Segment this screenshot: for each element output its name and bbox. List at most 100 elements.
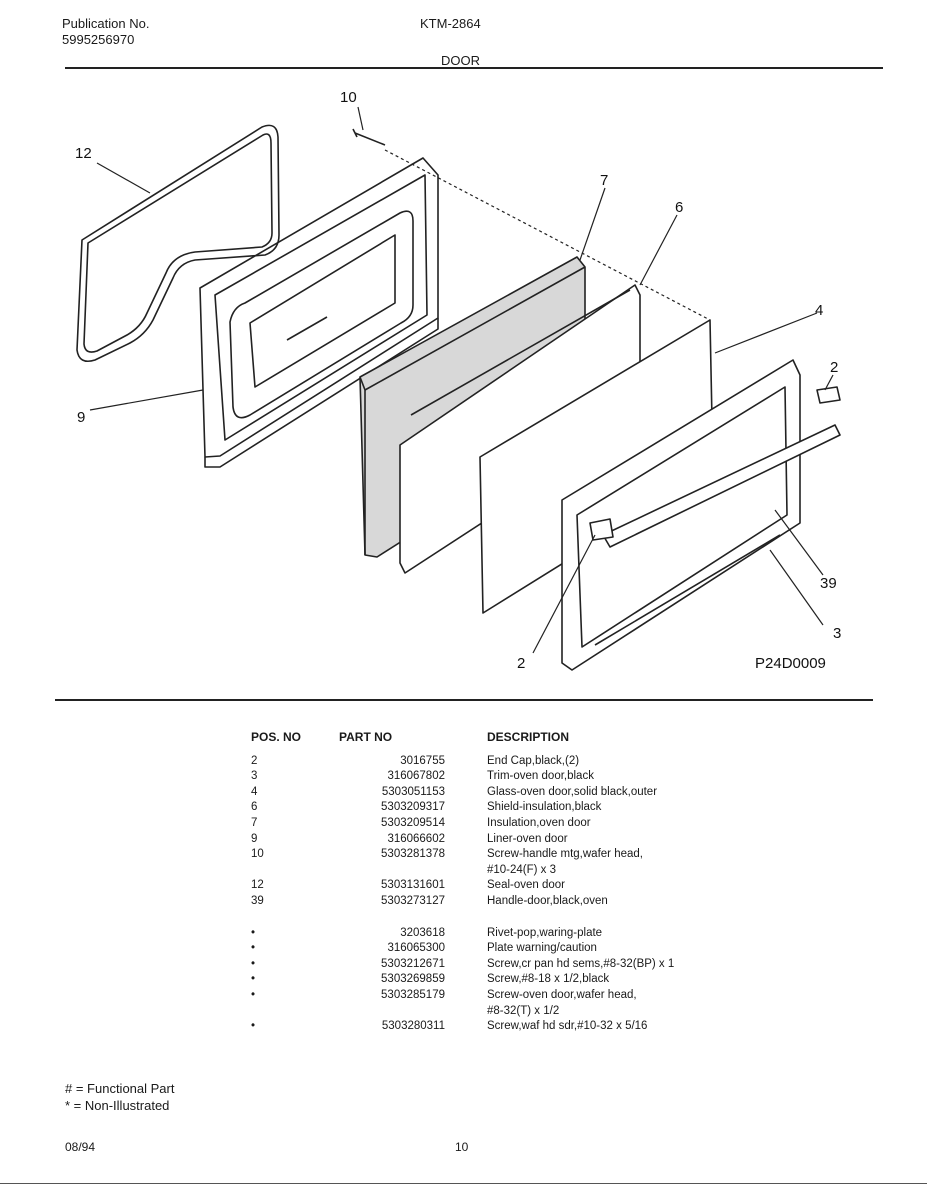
table-row: 9 316066602 Liner-oven door [251,832,771,848]
desc-cell: #10-24(F) x 3 [487,863,557,876]
header-rule [65,67,883,69]
pos-cell: 3 [251,770,258,783]
col-pos-header: POS. NO [251,730,302,744]
legend-nonillustrated: * = Non-Illustrated [65,1098,170,1113]
callout-4: 4 [815,302,823,319]
pos-cell: 6 [251,801,258,814]
callout-3: 3 [833,625,841,642]
table-row: 7 5303209514 Insulation,oven door [251,816,771,832]
pos-cell: 2 [251,754,258,767]
pos-cell: 9 [251,832,258,845]
desc-cell: Liner-oven door [487,832,568,845]
page-number: 10 [455,1140,469,1154]
door-trim [561,359,801,671]
door-handle [602,424,841,548]
table-row: 3 316067802 Trim-oven door,black [251,769,771,785]
pos-cell: 7 [251,816,258,829]
table-row: 12 5303131601 Seal-oven door [251,878,771,894]
parts-table-header: POS. NO PART NO DESCRIPTION [251,730,771,746]
callout-39: 39 [820,575,837,592]
end-caps [589,386,841,541]
callout-leaders [89,106,834,654]
table-row: 6 5303209317 Shield-insulation,black [251,800,771,816]
callout-9: 9 [77,409,85,426]
callout-10: 10 [340,89,357,106]
part-cell: 5303209317 [381,801,445,814]
desc-cell: #8-32(T) x 1/2 [487,1004,560,1017]
desc-cell: Rivet-pop,waring-plate [487,926,603,939]
part-cell: 316066602 [387,832,445,845]
part-cell: 5303209514 [381,816,445,829]
table-row: • 3203618 Rivet-pop,waring-plate [251,926,771,942]
table-row: 39 5303273127 Handle-door,black,oven [251,894,771,910]
callout-6: 6 [675,199,683,216]
model-number: KTM-2864 [420,16,481,31]
table-row-continuation: #8-32(T) x 1/2 [251,1004,771,1020]
part-cell: 5303281378 [381,848,445,861]
pos-cell: • [251,988,256,1001]
door-liner [199,157,439,468]
pos-cell: • [251,973,256,986]
table-row: • 5303285179 Screw-oven door,wafer head, [251,988,771,1004]
table-row: 2 3016755 End Cap,black,(2) [251,754,771,770]
part-cell: 3203618 [400,926,445,939]
part-cell: 3016755 [400,754,445,767]
pos-cell: 10 [251,848,264,861]
desc-cell: End Cap,black,(2) [487,754,580,767]
diagram-rule [55,699,873,701]
table-row: • 316065300 Plate warning/caution [251,941,771,957]
table-row-continuation: #10-24(F) x 3 [251,863,771,879]
desc-cell: Plate warning/caution [487,942,597,955]
figure-code: P24D0009 [755,655,826,672]
callout-2-bottom: 2 [517,655,525,672]
part-cell: 316067802 [387,770,445,783]
desc-cell: Glass-oven door,solid black,outer [487,785,658,798]
desc-cell: Screw,waf hd sdr,#10-32 x 5/16 [487,1020,648,1033]
pos-cell: • [251,942,256,955]
desc-cell: Screw-handle mtg,wafer head, [487,848,643,861]
pos-cell: 4 [251,785,258,798]
pos-cell: • [251,926,256,939]
table-row: 4 5303051153 Glass-oven door,solid black,o… [251,785,771,801]
callout-7: 7 [600,172,608,189]
desc-cell: Shield-insulation,black [487,801,602,814]
table-row: • 5303269859 Screw,#8-18 x 1/2,black [251,972,771,988]
desc-cell: Seal-oven door [487,879,565,892]
door-seal [76,124,280,363]
pos-cell: • [251,957,256,970]
handle-screw [352,128,386,146]
col-part-header: PART NO [339,730,393,744]
part-cell: 5303212671 [381,957,445,970]
desc-cell: Screw,#8-18 x 1/2,black [487,973,610,986]
legend: # = Functional Part * = Non-Illustrated [65,1080,174,1114]
footer-date: 08/94 [65,1140,96,1154]
part-cell: 5303269859 [381,973,445,986]
part-cell: 5303051153 [381,785,445,798]
part-cell: 5303280311 [381,1020,445,1033]
desc-cell: Screw,cr pan hd sems,#8-32(BP) x 1 [487,957,675,970]
part-cell: 316065300 [387,942,445,955]
pos-cell: 12 [251,879,264,892]
footer-rule [0,1183,927,1184]
callout-12: 12 [75,145,92,162]
pos-cell: 39 [251,894,264,907]
table-row: • 5303212671 Screw,cr pan hd sems,#8-32(BP… [251,957,771,973]
part-cell: 5303131601 [381,879,445,892]
pos-cell: • [251,1020,256,1033]
desc-cell: Handle-door,black,oven [487,894,608,907]
callout-2-top: 2 [830,359,838,376]
table-row: 10 5303281378 Screw-handle mtg,wafer head, [251,847,771,863]
part-cell: 5303285179 [381,988,445,1001]
col-desc-header: DESCRIPTION [487,730,570,744]
parts-table: POS. NO PART NO DESCRIPTION 2 3016755 End … [251,730,771,1035]
publication-label: Publication No. [62,16,150,31]
desc-cell: Insulation,oven door [487,816,591,829]
section-title: DOOR [441,53,480,68]
legend-functional: # = Functional Part [65,1081,175,1096]
exploded-parts-diagram: 10 12 7 6 4 2 9 39 3 2 P24D0009 [75,89,841,672]
publication-number: 5995256970 [62,32,135,47]
part-cell: 5303273127 [381,894,445,907]
table-row: • 5303280311 Screw,waf hd sdr,#10-32 x 5/1… [251,1019,771,1035]
desc-cell: Screw-oven door,wafer head, [487,988,637,1001]
desc-cell: Trim-oven door,black [487,770,594,783]
